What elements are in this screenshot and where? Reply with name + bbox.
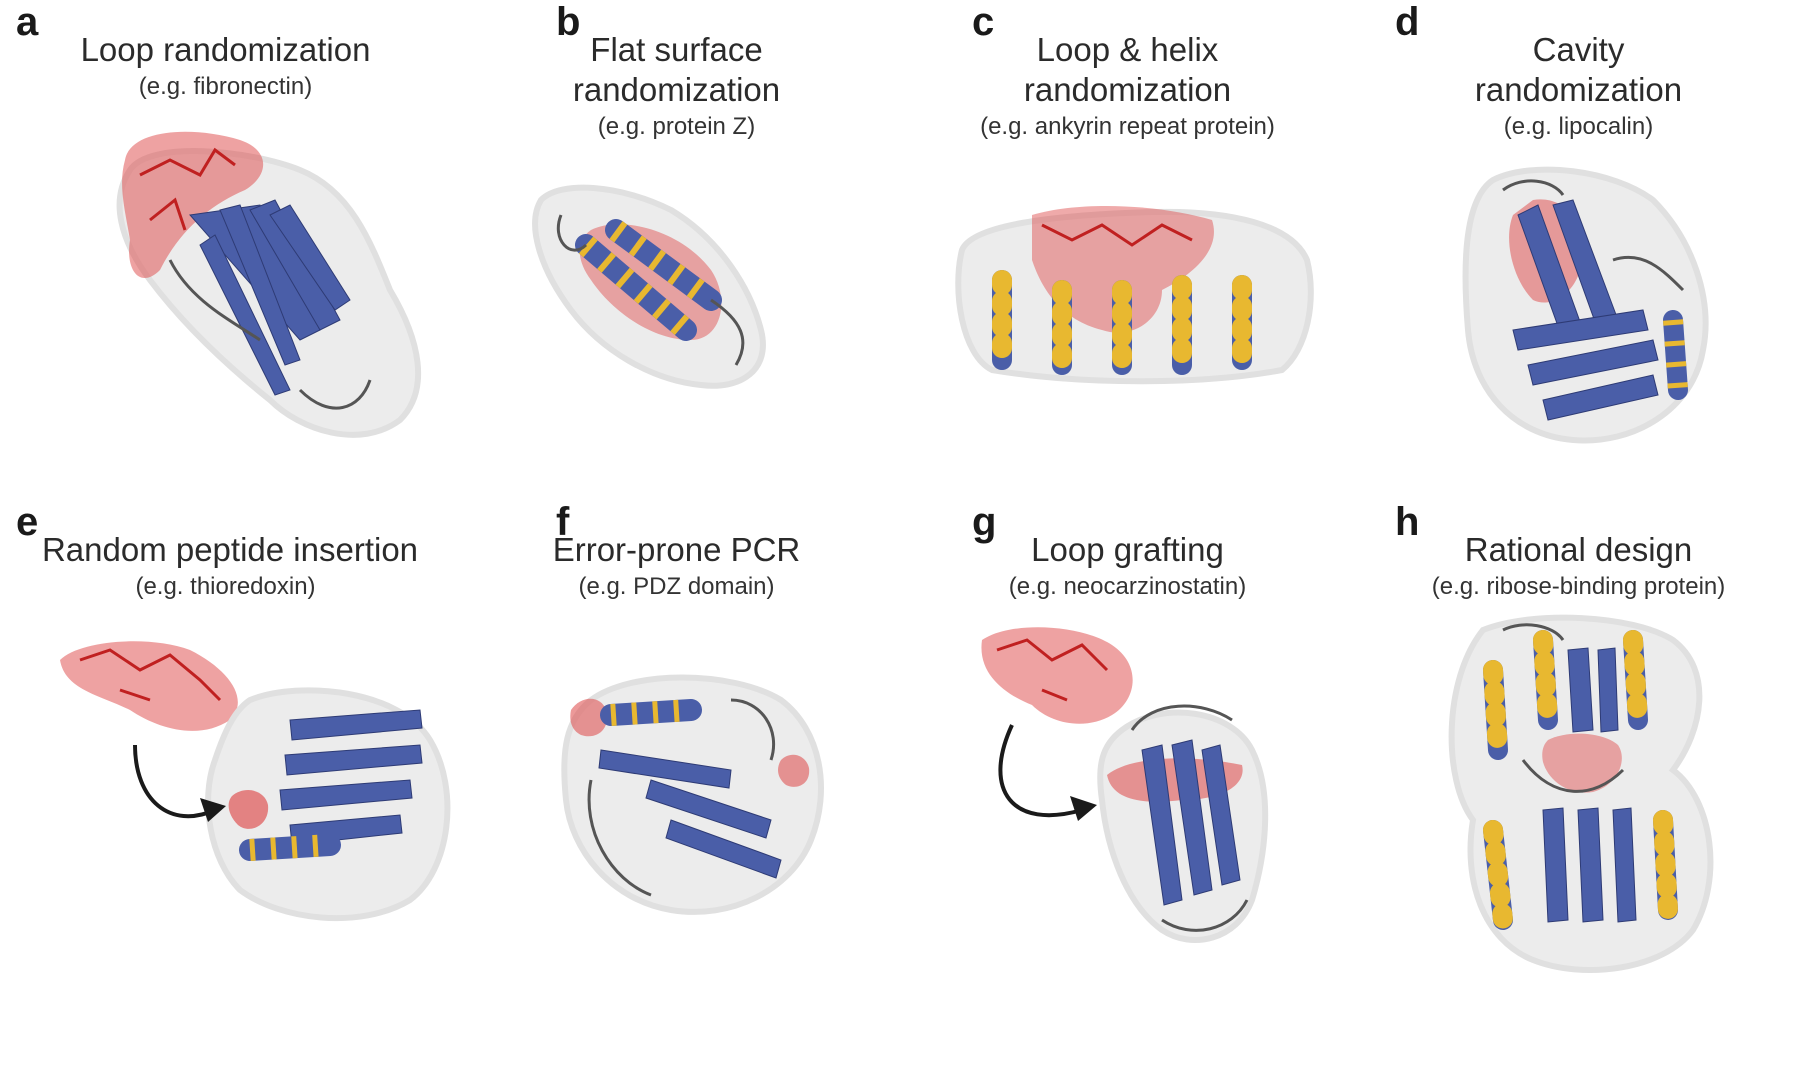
panel-letter: b — [556, 0, 581, 44]
alpha-helices — [575, 219, 722, 341]
panel-letter: g — [972, 500, 997, 544]
mutation-site — [778, 754, 810, 787]
arrow-head — [1070, 796, 1097, 821]
panel-titles: Rational design (e.g. ribose-binding pro… — [1353, 530, 1804, 602]
panel-subtitle: (e.g. protein Z) — [597, 113, 756, 140]
panel-title: Cavity randomization — [1474, 31, 1683, 108]
protein-structure-lipocalin — [1462, 166, 1709, 444]
beta-strands — [598, 749, 782, 879]
randomized-loop-region — [122, 131, 264, 279]
panel-h: h Rational design (e.g. ribose-binding p… — [1353, 500, 1804, 1039]
grafted-loop — [981, 627, 1133, 724]
panel-b: b Flat surface randomization (e.g. prote… — [451, 0, 902, 539]
loop-sticks — [139, 147, 236, 231]
panel-e: e Random peptide insertion (e.g. thiored… — [0, 500, 451, 1039]
protein-structure-ribose-binding-protein — [1448, 614, 1714, 973]
panel-letter: a — [16, 0, 39, 44]
panel-letter: d — [1395, 0, 1420, 44]
panel-titles: Flat surface randomization (e.g. protein… — [451, 30, 902, 142]
coil — [1502, 623, 1625, 793]
panel-subtitle: (e.g. lipocalin) — [1503, 113, 1654, 140]
panel-title: Loop & helix randomization — [1023, 31, 1232, 108]
insertion-site — [228, 790, 269, 829]
peptide-sticks — [79, 648, 222, 702]
loop-sticks — [996, 638, 1109, 702]
panel-subtitle: (e.g. ankyrin repeat protein) — [980, 113, 1275, 140]
panel-titles: Error-prone PCR (e.g. PDZ domain) — [451, 530, 902, 602]
randomized-surface-region — [579, 224, 722, 340]
panel-subtitle: (e.g. ribose-binding protein) — [1431, 573, 1726, 600]
beta-strands — [189, 199, 351, 396]
panel-title: Loop randomization — [80, 31, 371, 68]
panel-letter: e — [16, 500, 39, 544]
panel-subtitle: (e.g. neocarzinostatin) — [1008, 573, 1247, 600]
arrow-head — [200, 798, 226, 822]
panel-title: Loop grafting — [1031, 531, 1224, 568]
panel-titles: Loop randomization (e.g. fibronectin) — [0, 30, 451, 102]
coil — [1502, 179, 1685, 292]
protein-structure-fibronectin — [116, 131, 422, 438]
panel-subtitle: (e.g. PDZ domain) — [578, 573, 775, 600]
panel-f: f Error-prone PCR (e.g. PDZ domain) — [451, 500, 902, 1039]
binding-site — [1542, 733, 1622, 793]
protein-structure-protein-z — [532, 184, 766, 389]
alpha-helix-accent — [610, 699, 692, 726]
panel-subtitle: (e.g. thioredoxin) — [135, 573, 316, 600]
peptide-insert — [60, 641, 238, 731]
panel-title: Flat surface randomization — [572, 31, 781, 108]
panel-titles: Loop & helix randomization (e.g. ankyrin… — [902, 30, 1353, 142]
panel-g: g Loop grafting (e.g. neocarzinostatin) — [902, 500, 1353, 1039]
coil — [556, 214, 745, 366]
panel-letter: h — [1395, 500, 1420, 544]
panel-subtitle: (e.g. fibronectin) — [138, 73, 313, 100]
panel-title: Rational design — [1464, 531, 1693, 568]
panel-letter: f — [556, 500, 570, 544]
mutation-site — [570, 698, 607, 737]
protein-structure-neocarzinostatin — [981, 627, 1269, 943]
protein-structure-ankyrin-repeat — [955, 205, 1314, 385]
alpha-helices — [1483, 630, 1678, 930]
panel-letter: c — [972, 0, 995, 44]
beta-barrel — [1512, 199, 1659, 421]
panel-c: c Loop & helix randomization (e.g. ankyr… — [902, 0, 1353, 539]
beta-strands — [1141, 739, 1241, 906]
panel-title: Random peptide insertion — [41, 531, 419, 568]
panel-d: d Cavity randomization (e.g. lipocalin) — [1353, 0, 1804, 539]
coil — [587, 698, 776, 897]
panel-titles: Cavity randomization (e.g. lipocalin) — [1353, 30, 1804, 142]
grafting-arrow — [998, 724, 1083, 817]
loop-sticks — [1041, 223, 1193, 247]
coil — [168, 259, 372, 410]
panel-titles: Random peptide insertion (e.g. thioredox… — [0, 530, 451, 602]
beta-strands — [1542, 647, 1637, 923]
coil — [1130, 704, 1249, 932]
panel-title: Error-prone PCR — [552, 531, 801, 568]
alpha-helix — [1663, 310, 1688, 400]
panel-titles: Loop grafting (e.g. neocarzinostatin) — [902, 530, 1353, 602]
panel-a: a Loop randomization (e.g. fibronectin) — [0, 0, 451, 539]
alpha-helices — [992, 270, 1252, 375]
protein-structure-pdz-domain — [561, 674, 824, 915]
beta-strands — [279, 709, 423, 846]
insertion-arrow — [133, 744, 216, 819]
protein-structure-thioredoxin — [60, 641, 451, 922]
alpha-helix-accent — [249, 834, 331, 861]
